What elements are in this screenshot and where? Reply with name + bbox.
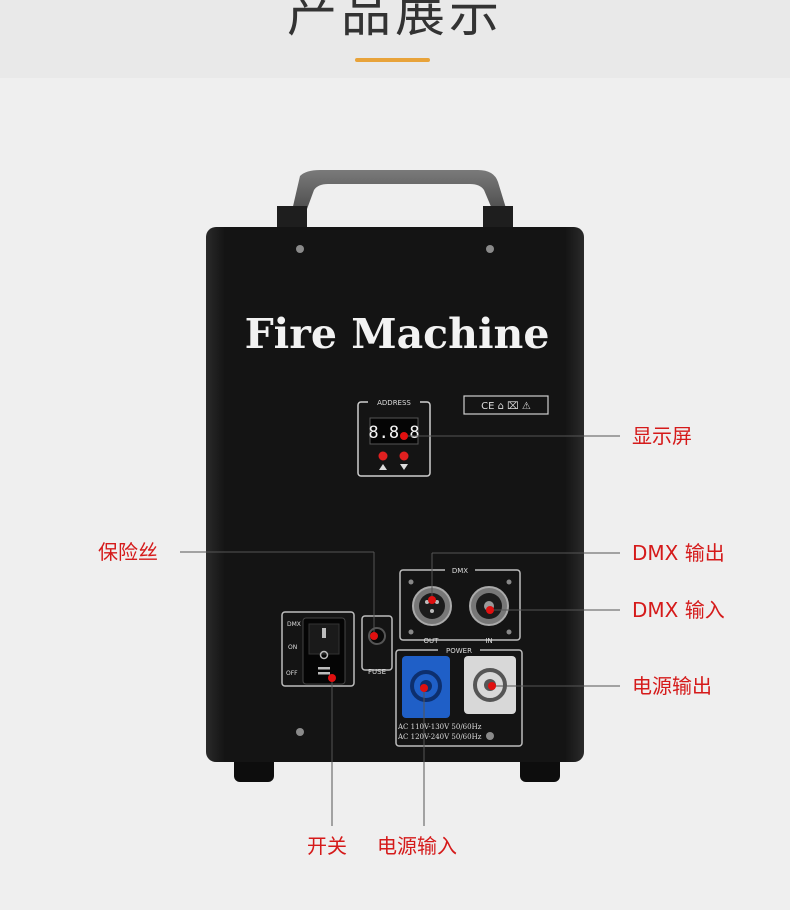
spec-line-1: AC 110V-130V 50/60Hz [397, 723, 482, 731]
callout-dots [328, 432, 496, 692]
switch-label-on: ON [288, 644, 297, 651]
switch-label-dmx: DMX [287, 621, 301, 628]
up-button[interactable] [378, 451, 388, 461]
screws [296, 245, 494, 740]
cert-marks-text: CE ⌂ ⌧ ⚠ [481, 401, 531, 412]
dmx-in-label: IN [485, 637, 492, 645]
up-arrow-icon [379, 464, 387, 470]
page-title: 产品展示 [287, 0, 503, 43]
display-readout: 8.8.8 [368, 423, 419, 443]
power-label: POWER [446, 647, 472, 655]
callout-fuse: 保险丝 [98, 540, 158, 564]
handle [277, 170, 513, 230]
fuse-label: FUSE [368, 668, 386, 676]
title-underline [355, 58, 430, 62]
certification-marks: CE ⌂ ⌧ ⚠ [463, 395, 549, 415]
callout-switch: 开关 [307, 834, 347, 858]
brand-text: Fire Machine [245, 310, 550, 358]
machine-body [206, 227, 584, 762]
header-band [0, 0, 790, 78]
down-arrow-icon [400, 464, 408, 470]
dmx-out-connector[interactable] [412, 586, 452, 626]
callout-display: 显示屏 [632, 424, 692, 448]
callout-dmx-in: DMX 输入 [632, 598, 725, 622]
power-switch[interactable]: DMX ON OFF [281, 611, 355, 687]
down-button[interactable] [399, 451, 409, 461]
switch-label-off: OFF [286, 670, 298, 677]
dmx-label: DMX [452, 567, 468, 575]
callout-dmx-out: DMX 输出 [632, 541, 725, 565]
address-label: ADDRESS [377, 399, 411, 407]
dmx-out-label: OUT [424, 637, 440, 645]
callout-lines [180, 435, 620, 826]
spec-line-2: AC 120V-240V 50/60Hz [397, 733, 482, 741]
callout-power-in: 电源输入 [377, 834, 457, 858]
dmx-in-connector[interactable] [469, 586, 509, 626]
callout-power-out: 电源输出 [632, 674, 712, 698]
